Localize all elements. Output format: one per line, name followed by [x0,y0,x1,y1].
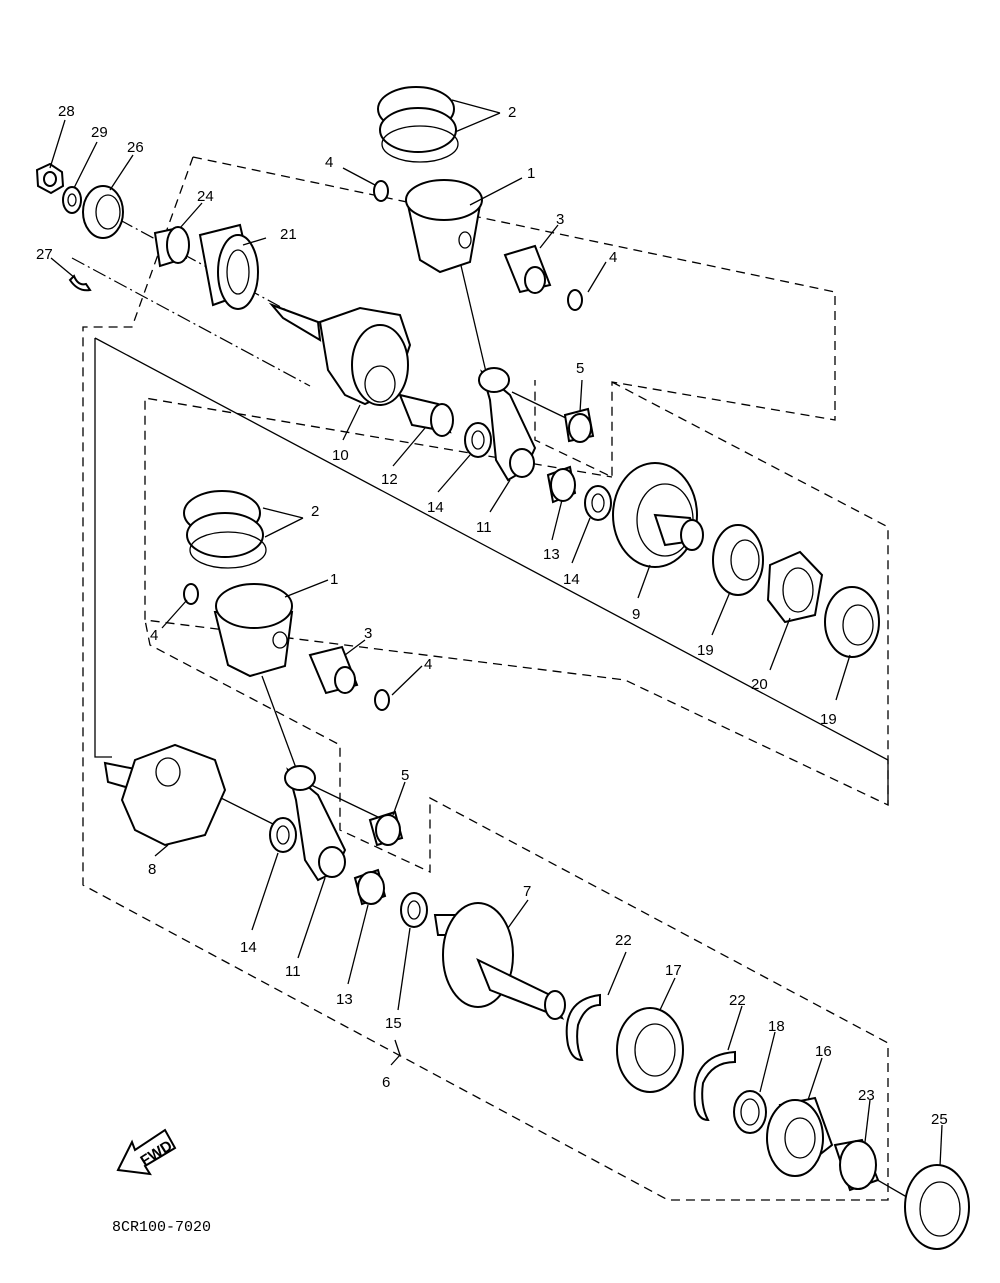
connecting-rod-11-upper [478,367,537,482]
clip-4-lower-right [374,689,390,711]
label-21: 21 [280,226,297,243]
label-27: 27 [36,246,53,263]
bearing-17 [616,1007,684,1093]
label-11-upper: 11 [476,519,492,536]
forward-arrow-icon: FWD [116,1128,177,1176]
oil-seal-25 [904,1164,970,1250]
group-outlines [82,156,889,1201]
label-15: 15 [385,1015,402,1032]
label-2-upper: 2 [508,104,516,121]
label-4-lower-right: 4 [424,656,432,673]
label-1-upper: 1 [527,165,535,182]
center-lines [71,219,913,1201]
thrust-washer-14-upper-a [464,422,492,458]
spacer-18 [733,1090,767,1134]
label-20: 20 [751,676,768,693]
piston-rings-2-lower [183,490,267,569]
label-4-lower-left: 4 [150,627,158,644]
label-14-upper-b: 14 [563,571,580,588]
piston-1-lower [213,583,294,678]
label-23: 23 [858,1087,875,1104]
clip-4-upper-left [373,180,389,202]
thrust-washer-14-lower [269,817,297,853]
circlip-22-b [693,1050,736,1122]
label-12: 12 [381,471,398,488]
lower-crank-group-outline [82,156,889,1201]
label-14-lower: 14 [240,939,257,956]
washer-29 [62,186,82,214]
collar-24 [153,226,190,268]
label-19-b: 19 [820,711,837,728]
piston-pin-3-lower [308,645,359,695]
label-22-b: 22 [729,992,746,1009]
label-28: 28 [58,103,75,120]
needle-bearing-13-lower [353,868,387,906]
label-4-upper-left: 4 [325,154,333,171]
drawing-code: 8CR100-7020 [112,1219,211,1236]
label-29: 29 [91,124,108,141]
crank-assembly-bracket [94,337,889,805]
crank-web-9 [612,462,704,568]
piston-rings-2-upper [377,86,459,163]
label-10: 10 [332,447,349,464]
label-3-upper: 3 [556,211,564,228]
bearing-16 [766,1096,834,1177]
key-27 [68,274,92,292]
callout-labels: 28 29 26 27 24 21 2 4 1 3 4 5 10 12 14 1… [36,103,948,1128]
label-9: 9 [632,606,640,623]
label-14-upper-a: 14 [427,499,444,516]
label-5-upper: 5 [576,360,584,377]
label-4-upper-right: 4 [609,249,617,266]
small-end-bearing-5-lower [368,810,404,847]
label-22-a: 22 [615,932,632,949]
collar-23 [833,1138,880,1192]
clip-4-upper-right [567,289,583,311]
crank-web-10 [268,302,412,406]
labyrinth-seal-20 [766,550,824,624]
bearing-19-a [712,524,764,596]
piston-pin-3-upper [503,244,552,294]
label-13-lower: 13 [336,991,353,1008]
leader-lines [49,99,943,1167]
small-end-bearing-5-upper [563,407,595,443]
label-16: 16 [815,1043,832,1060]
piston-1-upper [405,179,483,274]
bearing-21 [198,223,259,310]
label-24: 24 [197,188,214,205]
label-17: 17 [665,962,682,979]
connecting-rod-11-lower [284,765,347,882]
needle-bearing-13-upper [546,465,577,504]
label-1-lower: 1 [330,571,338,588]
label-2-lower: 2 [311,503,319,520]
label-5-lower: 5 [401,767,409,784]
label-11-lower: 11 [285,963,301,980]
thrust-washer-14-upper-b [584,485,612,521]
circlip-22-a [565,993,601,1062]
thrust-washer-15 [400,892,428,928]
crank-web-7 [433,902,566,1020]
oil-seal-26 [82,185,124,239]
crank-pin-12 [398,393,454,437]
label-3-lower: 3 [364,625,372,642]
bearing-19-b [824,586,880,658]
label-8: 8 [148,861,156,878]
label-26: 26 [127,139,144,156]
label-6: 6 [382,1074,390,1091]
label-19-a: 19 [697,642,714,659]
crank-web-8 [103,743,227,847]
label-7: 7 [523,883,531,900]
label-18: 18 [768,1018,785,1035]
nut-28 [35,162,65,195]
label-25: 25 [931,1111,948,1128]
label-13-upper: 13 [543,546,560,563]
clip-4-lower-left [183,583,199,605]
